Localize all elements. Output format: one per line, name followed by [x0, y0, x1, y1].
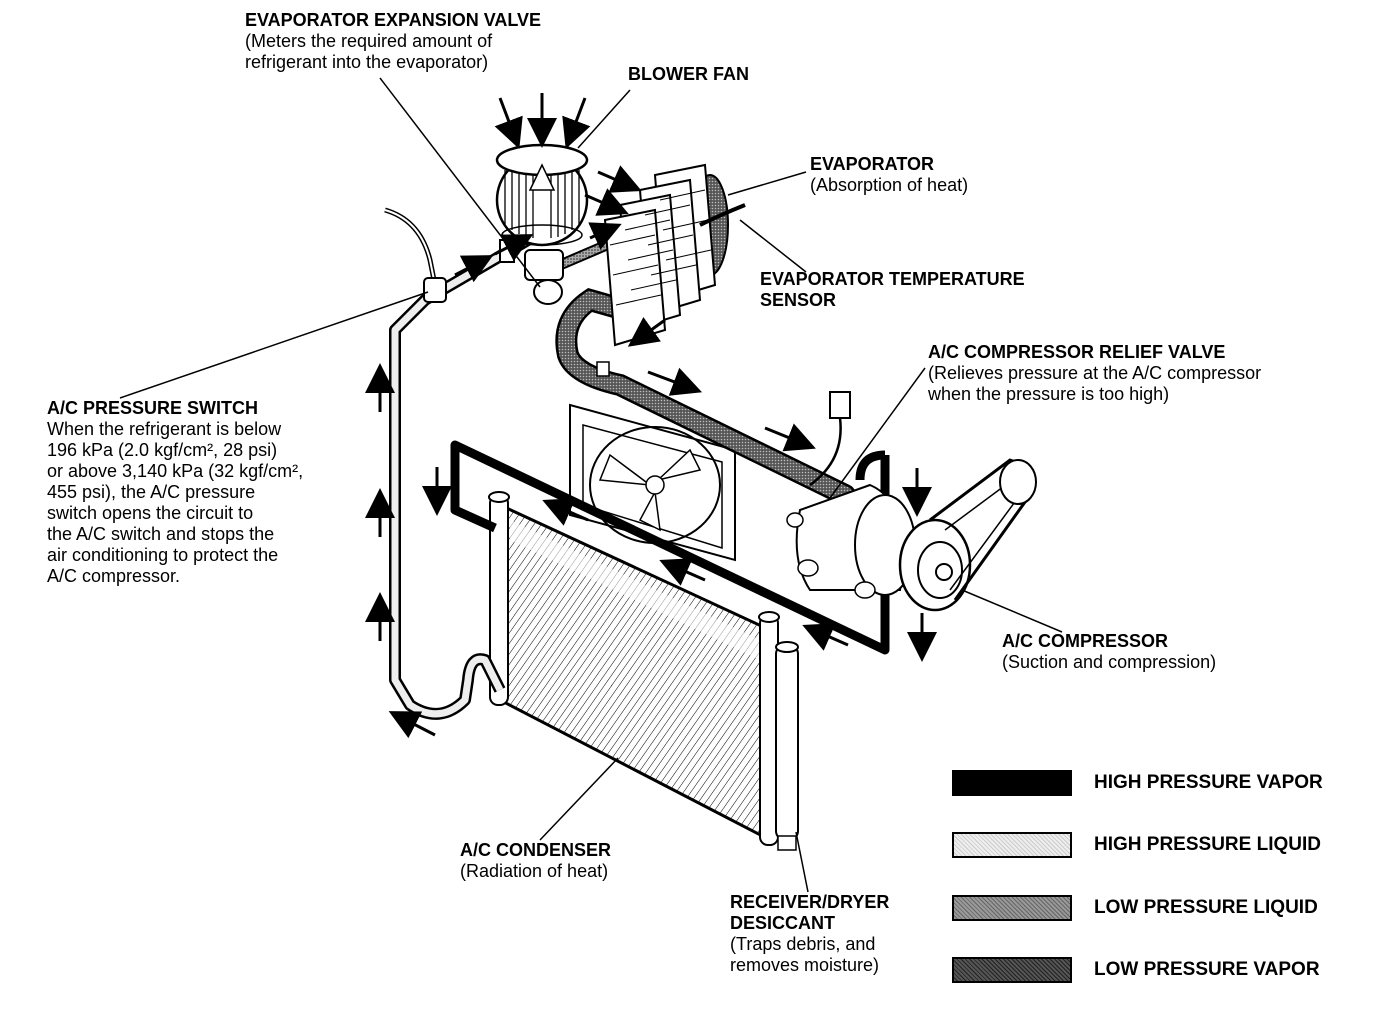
pressure-switch-desc-line: 455 psi), the A/C pressure — [47, 482, 256, 502]
legend-item-low-pressure-liquid: LOW PRESSURE LIQUID — [952, 895, 1352, 925]
pressure-switch-desc-line: air conditioning to protect the — [47, 545, 279, 565]
pressure-switch-desc-line: A/C compressor. — [47, 566, 181, 586]
legend-swatch — [952, 957, 1072, 983]
relief-valve-desc-line: (Relieves pressure at the A/C compressor — [928, 363, 1262, 383]
legend-swatch — [952, 895, 1072, 921]
label-evaporator: EVAPORATOR (Absorption of heat) — [810, 154, 968, 196]
relief-valve-title: A/C COMPRESSOR RELIEF VALVE — [928, 342, 1226, 362]
legend-swatch — [952, 832, 1072, 858]
label-ac-compressor: A/C COMPRESSOR (Suction and compression) — [1002, 631, 1216, 673]
compressor-relief-valve — [809, 391, 851, 487]
evaporator-desc: (Absorption of heat) — [810, 175, 969, 195]
leader-lines — [119, 77, 1063, 893]
pressure-switch-desc-line: or above 3,140 kPa (32 kgf/cm², — [47, 461, 304, 481]
expansion-valve-desc-line: (Meters the required amount of — [245, 31, 493, 51]
relief-valve-desc-line: when the pressure is too high) — [928, 384, 1170, 404]
legend-item-high-pressure-liquid: HIGH PRESSURE LIQUID — [952, 832, 1352, 862]
receiver-dryer-title-line: DESICCANT — [730, 913, 836, 933]
high-pressure-liquid-line — [389, 224, 562, 720]
blower-fan — [495, 143, 589, 247]
evaporator — [603, 163, 729, 347]
receiver-dryer — [775, 641, 799, 851]
flow-arrows — [365, 93, 937, 739]
evaporator-temperature-sensor — [699, 203, 746, 227]
low-pressure-vapor-line — [555, 288, 856, 506]
legend-label: LOW PRESSURE VAPOR — [1094, 959, 1320, 980]
temp-sensor-title-line: SENSOR — [760, 290, 837, 310]
ac-compressor — [786, 458, 1037, 612]
label-ac-pressure-switch: A/C PRESSURE SWITCH When the refrigerant… — [47, 398, 303, 587]
expansion-valve — [499, 239, 564, 305]
receiver-dryer-desc-line: removes moisture) — [730, 955, 880, 975]
receiver-dryer-title-line: RECEIVER/DRYER — [730, 892, 890, 912]
label-evaporator-temperature-sensor: EVAPORATOR TEMPERATURE SENSOR — [760, 269, 1025, 311]
expansion-valve-title: EVAPORATOR EXPANSION VALVE — [245, 10, 542, 30]
legend-label: HIGH PRESSURE LIQUID — [1094, 834, 1321, 855]
evaporator-title: EVAPORATOR — [810, 154, 935, 174]
pressure-switch-desc-line: the A/C switch and stops the — [47, 524, 275, 544]
label-compressor-relief-valve: A/C COMPRESSOR RELIEF VALVE (Relieves pr… — [928, 342, 1261, 405]
legend-label: LOW PRESSURE LIQUID — [1094, 897, 1318, 918]
legend-item-low-pressure-vapor: LOW PRESSURE VAPOR — [952, 957, 1352, 987]
receiver-dryer-desc-line: (Traps debris, and — [730, 934, 876, 954]
pressure-switch-title: A/C PRESSURE SWITCH — [47, 398, 259, 418]
label-blower-fan: BLOWER FAN — [628, 64, 749, 85]
legend-label: HIGH PRESSURE VAPOR — [1094, 772, 1323, 793]
pressure-switch-desc-line: 196 kPa (2.0 kgf/cm², 28 psi) — [47, 440, 278, 460]
blower-fan-title: BLOWER FAN — [628, 64, 749, 84]
pressure-switch-desc-line: When the refrigerant is below — [47, 419, 282, 439]
ac-condenser — [488, 491, 780, 846]
label-receiver-dryer: RECEIVER/DRYER DESICCANT (Traps debris, … — [730, 892, 889, 976]
label-ac-condenser: A/C CONDENSER (Radiation of heat) — [460, 840, 611, 882]
legend-item-high-pressure-vapor: HIGH PRESSURE VAPOR — [952, 770, 1352, 800]
compressor-title: A/C COMPRESSOR — [1002, 631, 1169, 651]
pressure-switch — [423, 277, 447, 303]
temp-sensor-title-line: EVAPORATOR TEMPERATURE — [760, 269, 1025, 289]
expansion-valve-desc-line: refrigerant into the evaporator) — [245, 52, 489, 72]
pressure-switch-desc-line: switch opens the circuit to — [47, 503, 254, 523]
legend-swatch — [952, 770, 1072, 796]
compressor-desc: (Suction and compression) — [1002, 652, 1217, 672]
condenser-title: A/C CONDENSER — [460, 840, 612, 860]
label-evaporator-expansion-valve: EVAPORATOR EXPANSION VALVE (Meters the r… — [245, 10, 541, 73]
condenser-desc: (Radiation of heat) — [460, 861, 609, 881]
